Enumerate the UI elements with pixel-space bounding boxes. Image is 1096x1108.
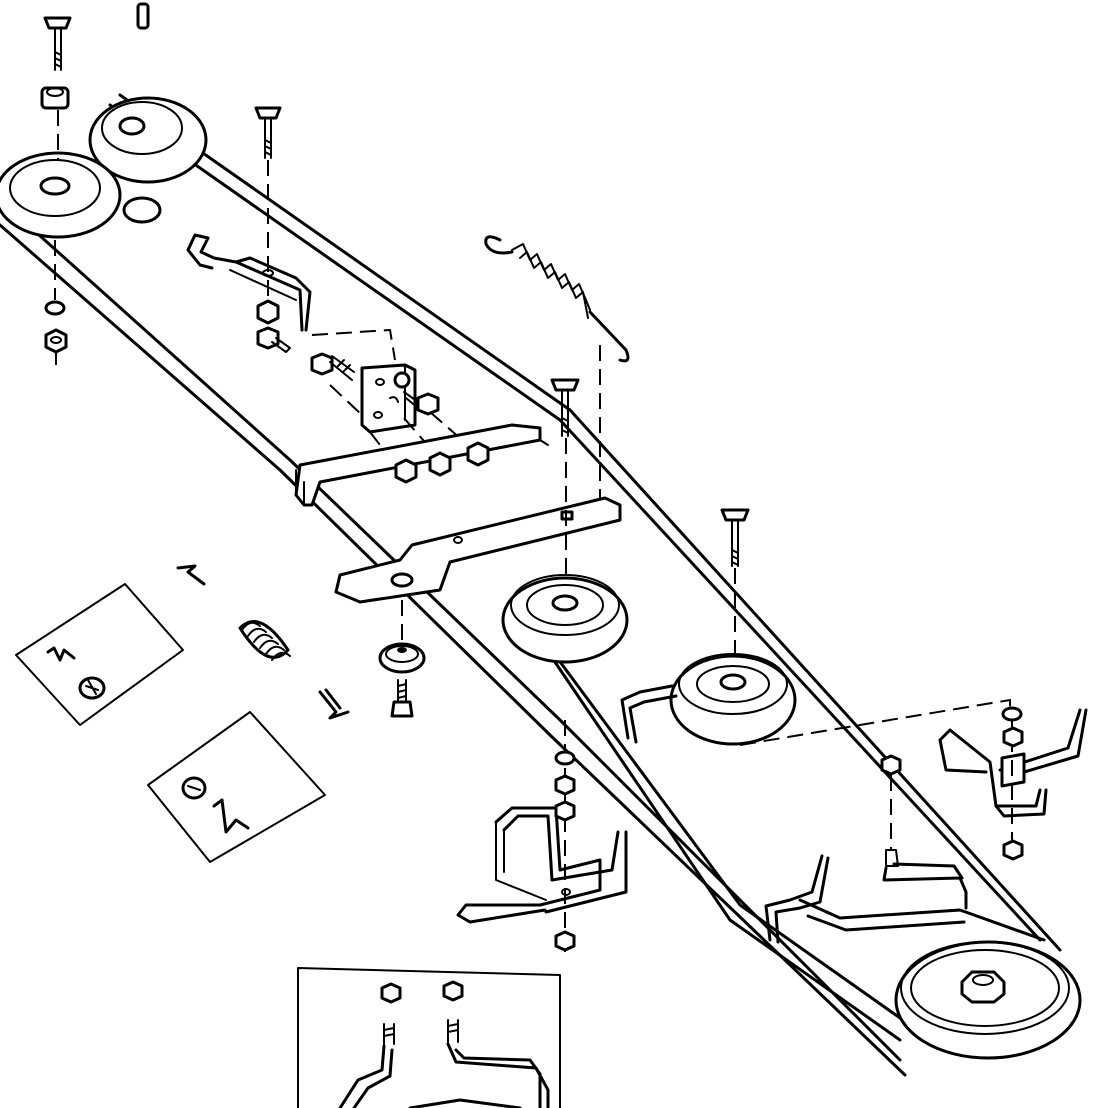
carriage-bolt-lower — [390, 679, 414, 718]
belt-guide-lower — [456, 806, 628, 924]
hex-bolt-right — [403, 391, 440, 416]
drive-pulley-large — [894, 940, 1082, 1060]
extension-spring — [484, 235, 630, 363]
belt-guide-inset — [338, 1019, 550, 1108]
idler-pulley-top-left — [88, 96, 208, 184]
hex-nut-upper — [256, 299, 280, 325]
hair-pin-clip — [176, 564, 206, 586]
hex-bolt-left — [310, 352, 355, 381]
carriage-bolt-upper — [254, 106, 282, 159]
square-key — [136, 2, 150, 30]
hex-nut-right-2 — [1002, 839, 1024, 861]
carriage-bolt-center — [550, 378, 580, 437]
hex-nut-lower-2 — [554, 800, 576, 822]
hex-nut-bracket-3 — [466, 441, 490, 467]
belt-guide-bottom-right — [764, 849, 1046, 944]
hex-nut-left — [44, 328, 68, 354]
hex-nut-lower-3 — [554, 930, 576, 952]
inset-box-left — [15, 583, 184, 726]
hex-nut-inset-2 — [442, 980, 464, 1002]
belt-guide-center — [620, 684, 678, 744]
hex-nut-bracket-2 — [428, 451, 452, 477]
carriage-bolt-right — [720, 508, 750, 567]
hex-nut-bracket-1 — [394, 458, 418, 484]
belt-guide-right — [938, 708, 1088, 818]
washer-lower — [554, 750, 576, 766]
idler-pulley-right — [669, 653, 797, 746]
flange-screw-inset-2 — [181, 776, 207, 800]
washer-right — [1001, 706, 1023, 722]
mounting-bracket — [360, 363, 417, 434]
hex-nut-right-bracket — [880, 754, 902, 776]
flange-screw-inset — [78, 676, 106, 700]
spacer-washer — [122, 196, 162, 224]
inset-box-bottom-left — [147, 711, 326, 863]
inset-box-bottom — [297, 967, 561, 1108]
flange-screw-upper — [256, 326, 291, 353]
hex-nut-right-1 — [1002, 726, 1024, 748]
compression-spring — [238, 620, 291, 661]
washer-left — [44, 300, 66, 316]
hair-pin-clip-small — [318, 688, 350, 720]
belt-guide-upper — [186, 233, 312, 332]
carriage-bolt-top-left — [43, 16, 72, 71]
flange-bushing — [378, 642, 426, 674]
hex-nut-inset-1 — [380, 982, 402, 1004]
hex-nut-lower-1 — [554, 774, 576, 796]
flange-nut-top-left — [40, 86, 70, 110]
idler-pulley-center — [501, 574, 629, 664]
idler-pulley-left — [0, 151, 122, 239]
